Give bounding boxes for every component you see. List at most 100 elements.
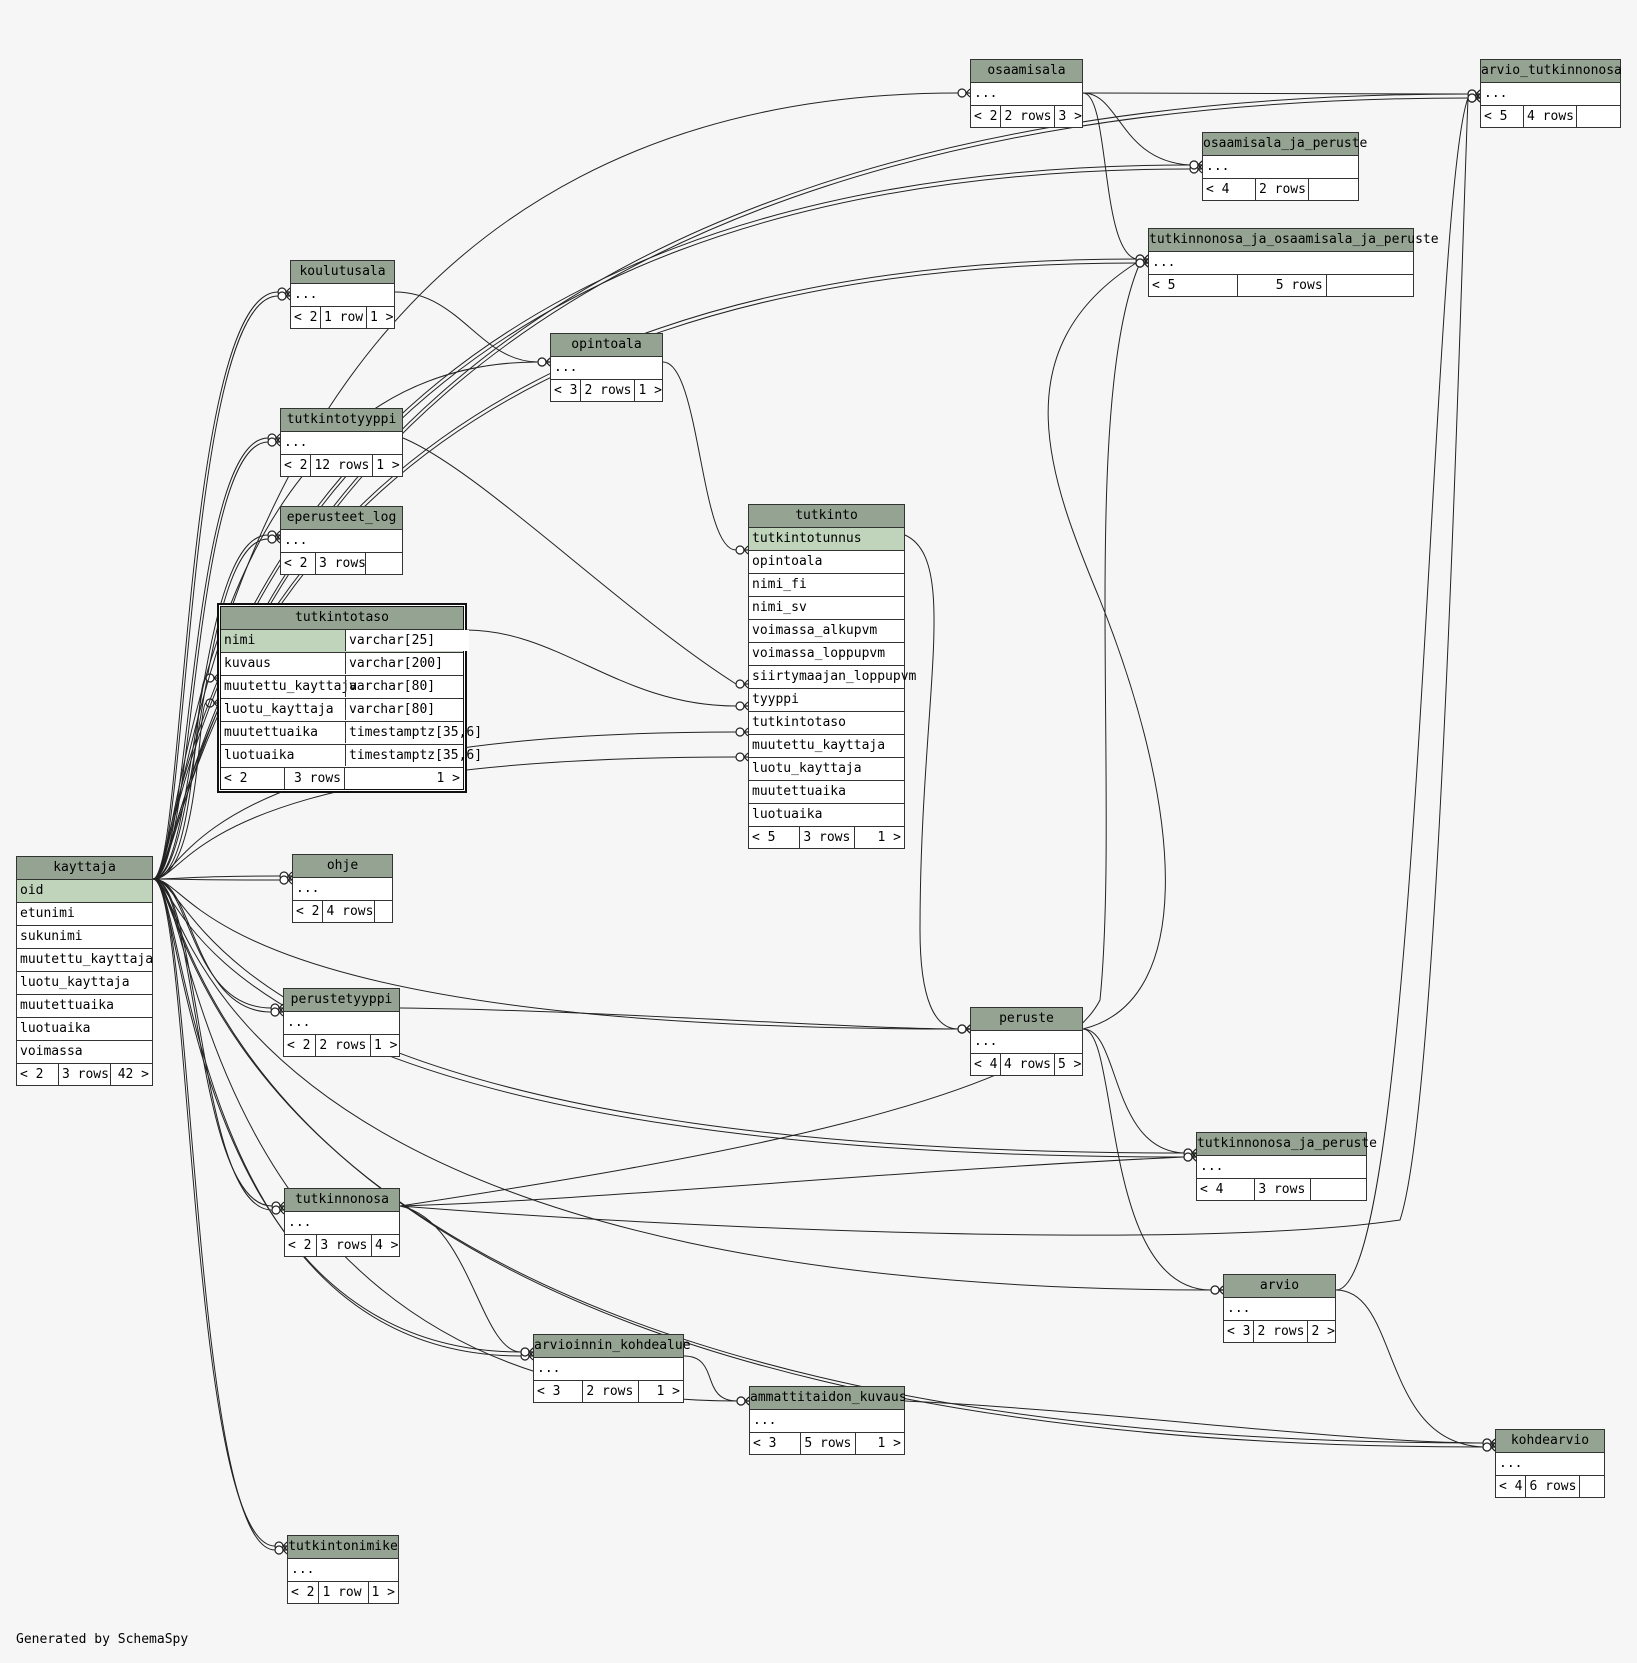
optional-marker — [537, 357, 547, 367]
table-title: ammattitaidon_kuvaus — [750, 1387, 907, 1410]
children-count[interactable]: 2 > — [1311, 1324, 1335, 1339]
children-count[interactable]: 3 > — [1058, 109, 1082, 124]
children-count[interactable] — [1580, 1476, 1604, 1497]
column-name: luotuaika — [224, 748, 295, 763]
parents-count[interactable]: < 4 — [1197, 1179, 1256, 1200]
table-kayttaja[interactable]: kayttaja oid etunimi sukunimi muutettu_k… — [16, 856, 153, 1086]
optional-marker — [1482, 1442, 1492, 1452]
row-count: 1 row — [321, 307, 367, 328]
parents-count[interactable]: < 2 — [971, 106, 1002, 127]
column-row: ... — [288, 1559, 398, 1582]
column-type: varchar[80] — [345, 676, 435, 697]
parents-count[interactable]: < 3 — [534, 1381, 584, 1402]
table-tutkinnonosa-ja-osaamisala-ja-peruste[interactable]: tutkinnonosa_ja_osaamisala_ja_peruste ..… — [1148, 228, 1439, 297]
table-title: eperusteet_log — [281, 507, 402, 530]
children-count[interactable]: 1 > — [656, 1384, 680, 1399]
children-count[interactable] — [366, 553, 402, 574]
table-title: arvio — [1224, 1275, 1335, 1298]
parents-count[interactable]: < 4 — [1203, 179, 1256, 200]
children-count[interactable]: 1 > — [877, 1436, 902, 1451]
column-row: nimi_fi — [749, 574, 904, 597]
parents-count[interactable]: < 2 — [281, 455, 312, 476]
relationship-line — [152, 878, 276, 1551]
column-type: timestamptz[35,6] — [345, 745, 482, 766]
row-count: 6 rows — [1526, 1476, 1581, 1497]
children-count[interactable]: 1 > — [371, 1585, 395, 1600]
column-row: ... — [281, 432, 402, 455]
parents-count[interactable]: < 2 — [293, 901, 324, 922]
children-count[interactable]: 1 > — [638, 383, 662, 398]
parents-count[interactable]: < 2 — [221, 768, 285, 789]
row-count: 2 rows — [581, 380, 636, 401]
relationship-line — [1335, 1289, 1484, 1448]
table-tutkinto[interactable]: tutkinto tutkintotunnus opintoala nimi_f… — [748, 504, 916, 849]
table-title: osaamisala — [971, 60, 1082, 83]
children-count[interactable]: 1 > — [877, 830, 901, 845]
optional-marker — [271, 1205, 281, 1215]
parents-count[interactable]: < 5 — [1149, 275, 1239, 296]
optional-marker — [957, 1024, 967, 1034]
row-count: 3 rows — [1255, 1179, 1311, 1200]
table-title: tutkinnonosa_ja_osaamisala_ja_peruste — [1149, 229, 1439, 252]
children-count[interactable]: 42 > — [117, 1067, 149, 1082]
parents-count[interactable]: < 3 — [1224, 1321, 1255, 1342]
children-count[interactable]: 1 > — [374, 1038, 398, 1053]
parents-count[interactable]: < 5 — [1481, 106, 1525, 127]
parents-count[interactable]: < 2 — [288, 1582, 320, 1603]
children-count[interactable]: 5 > — [1057, 1057, 1082, 1072]
column-row: ... — [1224, 1298, 1335, 1321]
children-count[interactable] — [1311, 1179, 1366, 1200]
table-footer: < 2 3 rows 1 > — [221, 768, 463, 789]
table-title: tutkinnonosa — [285, 1189, 399, 1212]
children-count[interactable]: 1 > — [370, 310, 394, 325]
parents-count[interactable]: < 2 — [291, 307, 321, 328]
children-count[interactable] — [1309, 179, 1358, 200]
children-count[interactable]: 1 > — [376, 458, 400, 473]
parents-count[interactable]: < 2 — [281, 553, 317, 574]
relationship-line — [152, 878, 276, 1547]
children-count[interactable] — [1327, 275, 1413, 296]
generated-by-label: Generated by SchemaSpy — [16, 1632, 189, 1647]
column-row: ... — [1496, 1453, 1604, 1476]
parents-count[interactable]: < 2 — [284, 1035, 317, 1056]
parents-count[interactable]: < 3 — [551, 380, 582, 401]
row-count: 3 rows — [800, 827, 855, 848]
parents-count[interactable]: < 2 — [285, 1235, 318, 1256]
children-count[interactable]: 1 > — [436, 771, 460, 786]
parents-count[interactable]: < 4 — [1496, 1476, 1527, 1497]
children-count[interactable]: 4 > — [375, 1238, 399, 1253]
column-row: etunimi — [17, 903, 152, 926]
parents-count[interactable]: < 2 — [17, 1064, 59, 1085]
column-row: ... — [281, 530, 402, 553]
parents-count[interactable]: < 5 — [749, 827, 801, 848]
children-count[interactable] — [1577, 106, 1620, 127]
parents-count[interactable]: < 4 — [971, 1054, 1001, 1075]
parents-count[interactable]: < 3 — [750, 1433, 802, 1454]
relationship-line — [152, 677, 207, 880]
children-count[interactable] — [375, 901, 392, 922]
optional-marker — [267, 433, 277, 443]
relationship-line — [1082, 92, 1469, 95]
